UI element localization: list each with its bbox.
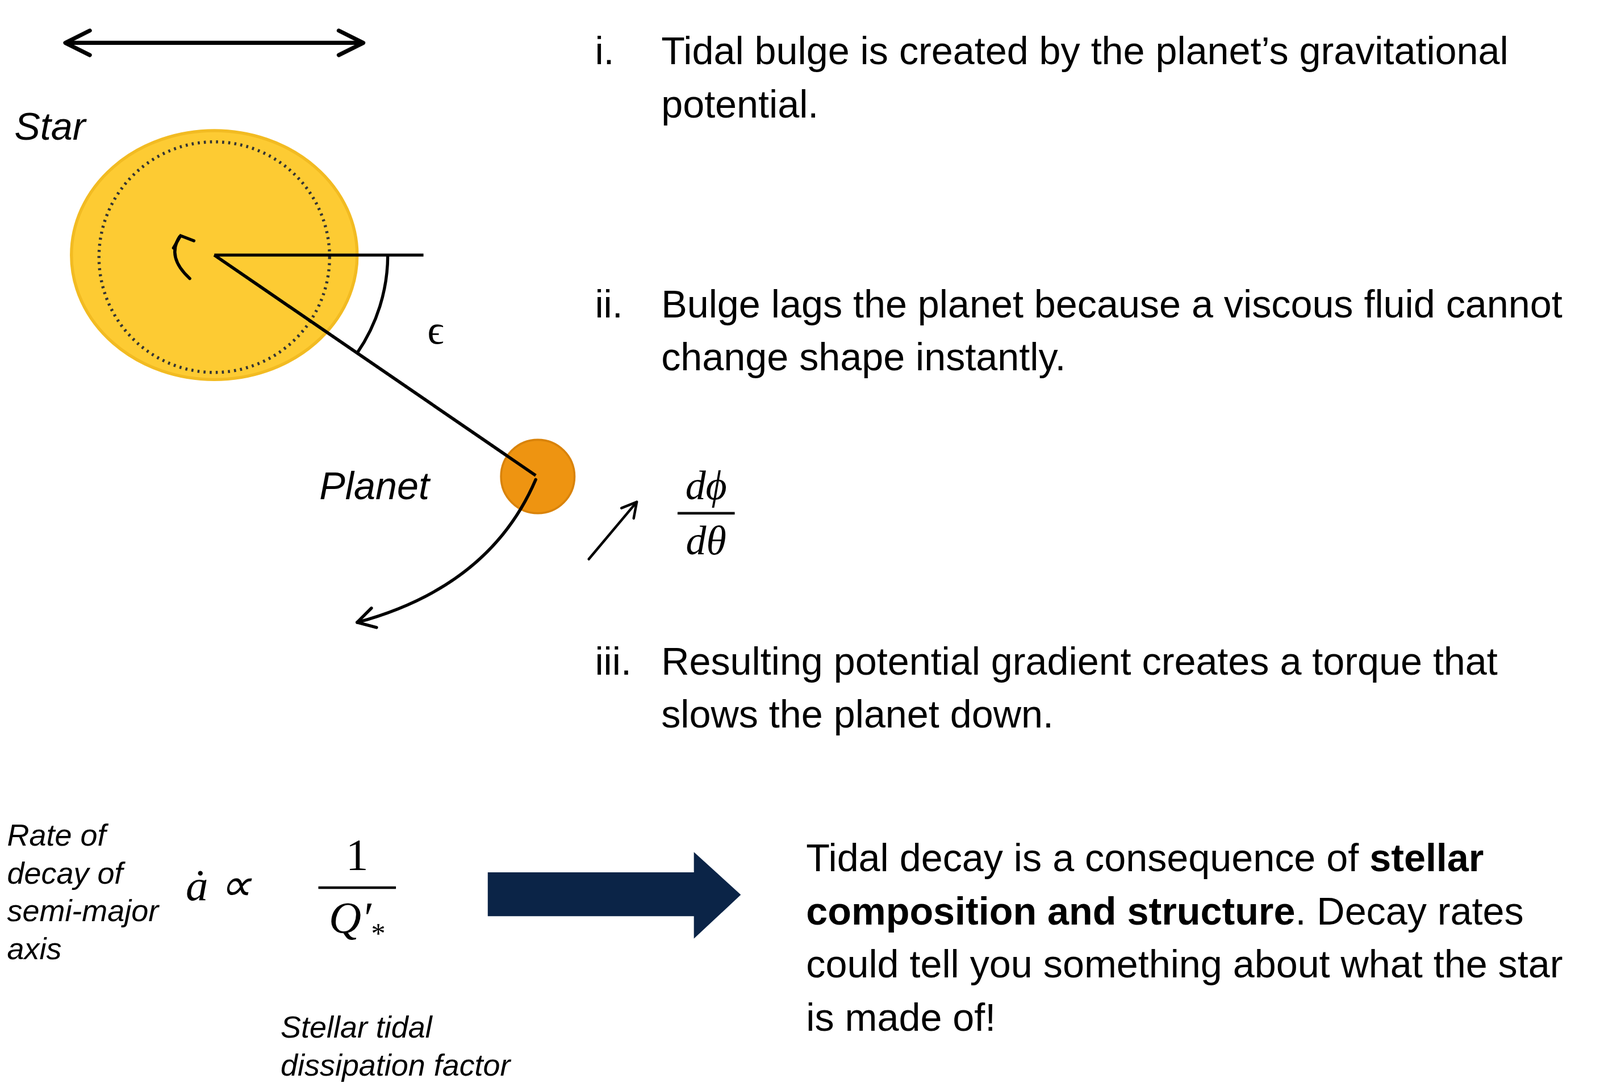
fraction-numerator: dϕ [665, 461, 747, 511]
block-arrow [487, 851, 742, 939]
step-text: Tidal bulge is created by the planet’s g… [661, 24, 1595, 131]
rate-arrow [588, 502, 637, 560]
fraction-denominator: dθ [665, 516, 747, 566]
rotation-arrow [173, 235, 194, 279]
formula-subscript: * [370, 917, 386, 950]
step-number: iii. [594, 634, 632, 688]
unperturbed-star-outline [98, 141, 330, 373]
formula-symbol: Q′ [328, 892, 371, 943]
star-planet-line-overlay [214, 255, 536, 476]
step-text: Bulge lags the planet because a viscous … [661, 277, 1595, 384]
formula-lhs: ȧ ∝ [185, 859, 252, 913]
annotation: Stellar tidal dissipation factor [280, 1008, 562, 1084]
step-number: i. [594, 24, 614, 78]
conclusion-text: Tidal decay is a consequence ofstellar c… [805, 831, 1597, 1044]
fraction-bar [677, 511, 735, 515]
reference-line [214, 253, 424, 257]
step-text: Resulting potential gradient creates a t… [661, 634, 1595, 741]
star-planet-line [214, 255, 536, 476]
step-number: ii. [594, 277, 623, 331]
fraction-bar [318, 886, 397, 889]
annotation: Rate of decay of semi-major axis [7, 816, 181, 968]
double-arrow [65, 30, 364, 56]
fraction-numerator: 1 [326, 828, 388, 882]
star-label: Star [14, 99, 86, 153]
angle-label: ϵ [420, 306, 451, 355]
text-run: Tidal decay is a consequence of [805, 836, 1359, 880]
planet-body [500, 439, 575, 513]
lag-angle-arc [357, 255, 388, 353]
planet-label: Planet [319, 458, 430, 512]
fraction-denominator: Q′* [306, 891, 409, 960]
